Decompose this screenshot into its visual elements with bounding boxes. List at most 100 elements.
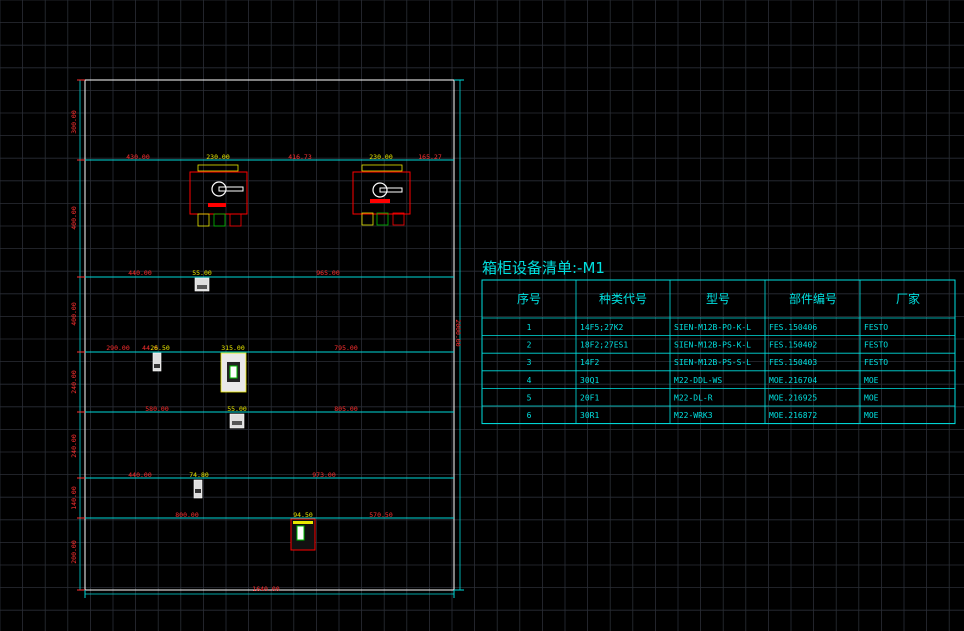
row5-width-dim: 74.80: [189, 471, 209, 479]
left-dim-4: 240.00: [70, 370, 78, 394]
terminal-yellow: [197, 213, 210, 227]
table-cell: FES.150403: [769, 358, 817, 367]
switch-handle-icon: [211, 181, 227, 197]
small-relay-row3[interactable]: [152, 352, 162, 372]
table-cell: SIEN-M12B-PO-K-L: [674, 323, 751, 332]
terminal-green: [213, 213, 226, 227]
terminal-block-row4[interactable]: [229, 413, 245, 429]
bom-title: 箱柜设备清单:-M1: [482, 259, 605, 277]
row6-right-dim: 570.50: [369, 511, 393, 519]
switch-lever: [218, 186, 244, 192]
table-cell: SIEN-M12B-PS-S-L: [674, 358, 751, 367]
table-cell: M22-DL-R: [674, 393, 713, 402]
table-row[interactable]: 1 14F5;27K2 SIEN-M12B-PO-K-L FES.150406 FEST…: [527, 323, 889, 332]
table-cell: FESTO: [864, 358, 888, 367]
table-cell: 5: [527, 393, 532, 402]
row1-width2-dim: 230.00: [369, 153, 393, 161]
breaker-toggle-icon: [229, 365, 238, 379]
table-cell: MOE: [864, 393, 879, 402]
table-row[interactable]: 3 14F2 SIEN-M12B-PS-S-L FES.150403 FESTO: [527, 358, 889, 367]
relay-window: [195, 489, 201, 493]
switch-handle-icon: [372, 182, 388, 198]
bom-header-cell: 部件编号: [789, 291, 837, 306]
bom-table[interactable]: 箱柜设备清单:-M1 序号 种类代号 型号 部件编号 厂家 1 14F5;27K2…: [481, 259, 956, 425]
table-cell: FES.150402: [769, 341, 817, 350]
switch-top-terminals: [361, 164, 403, 172]
left-dim-1: 300.00: [70, 110, 78, 134]
terminal-block-slot: [232, 421, 242, 425]
table-cell: 20F1: [580, 393, 599, 402]
row6-left-dim: 800.00: [175, 511, 199, 519]
terminal-block-row2[interactable]: [194, 277, 210, 292]
bom-header-cell: 型号: [706, 292, 730, 306]
power-supply-top-strip: [293, 521, 313, 524]
switch-label-plate: [370, 199, 390, 203]
table-cell: SIEN-M12B-PS-K-L: [674, 341, 751, 350]
table-cell: 6: [527, 411, 532, 420]
row3-left-dim: 290.00: [106, 344, 130, 352]
relay-window: [154, 364, 160, 368]
row1-width1-dim: 230.00: [206, 153, 230, 161]
bom-header-cell: 厂家: [896, 291, 920, 306]
table-cell: MOE: [864, 376, 879, 385]
table-cell: 14F5;27K2: [580, 323, 624, 332]
table-row[interactable]: 5 20F1 M22-DL-R MOE.216925 MOE: [527, 393, 879, 402]
terminal-block-body: [194, 277, 210, 292]
main-switch-2[interactable]: [352, 164, 411, 226]
row3-width1b-dim: 26.50: [150, 344, 170, 352]
terminal-red: [229, 213, 242, 227]
main-switch-1[interactable]: [189, 164, 248, 227]
bom-header-row: 序号 种类代号 型号 部件编号 厂家: [517, 291, 920, 306]
relay-body: [152, 352, 162, 372]
terminal-block-slot: [197, 285, 207, 289]
table-cell: 4: [527, 376, 532, 385]
switch-lever: [379, 187, 403, 193]
table-cell: 2: [527, 341, 532, 350]
table-cell: 14F2: [580, 358, 599, 367]
left-dim-2: 400.00: [70, 206, 78, 230]
bom-header-cell: 种类代号: [599, 292, 647, 306]
table-cell: 30Q1: [580, 376, 599, 385]
small-relay-row5[interactable]: [193, 479, 203, 499]
table-cell: M22-DDL-WS: [674, 376, 722, 385]
power-supply-row6[interactable]: [290, 518, 316, 551]
table-row[interactable]: 2 18F2;27ES1 SIEN-M12B-PS-K-L FES.150402 FES…: [527, 341, 889, 350]
table-cell: M22-WRK3: [674, 411, 713, 420]
left-dim-3: 400.00: [70, 302, 78, 326]
table-cell: FES.150406: [769, 323, 817, 332]
left-dim-6: 140.00: [70, 486, 78, 510]
table-cell: 3: [527, 358, 532, 367]
left-dim-7: 200.00: [70, 540, 78, 564]
row4-left-dim: 580.00: [145, 405, 169, 413]
row2-width-dim: 55.00: [192, 269, 212, 277]
cabinet-panel[interactable]: 300.00 400.00 400.00 240.00 240.00 140.0…: [70, 79, 464, 598]
row5-right-dim: 973.00: [312, 471, 336, 479]
row4-width-dim: 55.00: [227, 405, 247, 413]
terminal-red: [392, 212, 405, 226]
table-cell: 30R1: [580, 411, 599, 420]
total-height-label: 2000.00: [454, 319, 462, 346]
circuit-breaker-row3[interactable]: [220, 352, 247, 393]
table-cell: 18F2;27ES1: [580, 341, 628, 350]
table-cell: MOE.216872: [769, 411, 817, 420]
table-cell: FESTO: [864, 341, 888, 350]
row3-right-dim: 795.00: [334, 344, 358, 352]
switch-body: [352, 171, 411, 215]
row3-width2-dim: 315.00: [221, 344, 245, 352]
switch-body: [189, 171, 248, 215]
table-cell: 1: [527, 323, 532, 332]
total-width-label: 1640.00: [252, 585, 279, 593]
switch-top-terminals: [197, 164, 239, 172]
row2-left-dim: 440.00: [128, 269, 152, 277]
table-cell: MOE.216925: [769, 393, 817, 402]
table-cell: FESTO: [864, 323, 888, 332]
row5-left-dim: 440.00: [128, 471, 152, 479]
row3-width1-dim: 44.0: [142, 344, 158, 352]
bom-header-cell: 序号: [517, 291, 541, 306]
row1-mid-dim: 416.73: [288, 153, 312, 161]
